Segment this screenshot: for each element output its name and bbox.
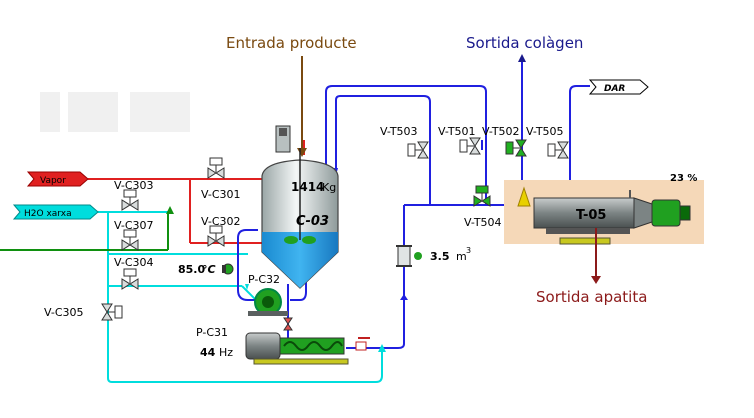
valve-vc302-label: V-C302 (201, 215, 241, 228)
apatite-outlet-label: Sortida apatita (536, 288, 647, 306)
pump-pc31-freq-value: 44 (200, 346, 216, 359)
collagen-outlet-label: Sortida colàgen (466, 34, 583, 52)
inline-fitting-icon (355, 337, 370, 351)
valve-vc305-label: V-C305 (44, 306, 84, 319)
steam-pipes (88, 140, 305, 244)
flow-unit: m (456, 250, 467, 263)
product-inlet-label: Entrada producte (226, 34, 357, 52)
svg-text:Vapor: Vapor (40, 176, 66, 186)
pump-pc31[interactable] (245, 332, 349, 365)
valve-vc301-label: V-C301 (201, 188, 241, 201)
valve-vt501[interactable] (459, 137, 481, 155)
valve-vt505-label: V-T505 (526, 125, 564, 138)
tank-name: C-03 (296, 214, 329, 229)
pump-pc31-freq-unit: Hz (219, 346, 233, 359)
product-inlet-line (297, 56, 307, 157)
valve-vt504-label: V-T504 (464, 216, 502, 229)
background-shadow (40, 92, 190, 132)
valve-vt501-label: V-T501 (438, 125, 476, 138)
valve-vc303[interactable] (121, 189, 139, 211)
valve-vt503[interactable] (407, 141, 429, 159)
water-pipes (98, 211, 383, 383)
flow-arrows (166, 54, 526, 352)
flow-exponent: 3 (466, 246, 471, 255)
valve-vc307-label: V-C307 (114, 219, 154, 232)
valve-vc304[interactable] (121, 268, 139, 290)
temperature-unit: °C (202, 263, 216, 276)
valve-vc301[interactable] (207, 157, 225, 179)
temperature-sensor-icon (222, 263, 234, 275)
valve-vt503-label: V-T503 (380, 125, 418, 138)
tank-weight-value: 1414 (291, 180, 324, 194)
water-inlet-tag: H2O xarxa (12, 204, 99, 220)
valve-vc302[interactable] (207, 225, 225, 247)
valve-vt504[interactable] (473, 185, 491, 207)
flowmeter-icon (396, 245, 422, 267)
valve-vc305[interactable] (101, 303, 123, 321)
steam-inlet-tag: Vapor (26, 171, 89, 187)
pump-pc31-label: P-C31 (196, 326, 228, 339)
tank-c03[interactable]: 1414 Kg C-03 (261, 125, 339, 289)
pump-pc32[interactable] (248, 288, 288, 316)
decanter-percent: 23 % (670, 173, 697, 184)
temperature-value: 85.0 (178, 263, 205, 276)
decanter-t05[interactable]: T-05 23 % (504, 173, 704, 284)
pump-pc32-label: P-C32 (248, 273, 280, 286)
dar-outlet-tag: DAR (588, 79, 649, 95)
svg-text:DAR: DAR (604, 84, 625, 94)
svg-text:H2O xarxa: H2O xarxa (24, 209, 72, 219)
flow-value: 3.5 (430, 250, 450, 263)
valve-vt505[interactable] (547, 141, 569, 159)
green-pipes (0, 214, 169, 251)
valve-vc307[interactable] (121, 229, 139, 251)
valve-vt502-label: V-T502 (482, 125, 520, 138)
valve-vt502[interactable] (505, 139, 527, 157)
tank-weight-unit: Kg (322, 181, 336, 194)
valve-vc304-label: V-C304 (114, 256, 154, 269)
decanter-name: T-05 (576, 208, 606, 223)
valve-vc303-label: V-C303 (114, 179, 154, 192)
pump-outlet-valve[interactable] (283, 317, 293, 331)
